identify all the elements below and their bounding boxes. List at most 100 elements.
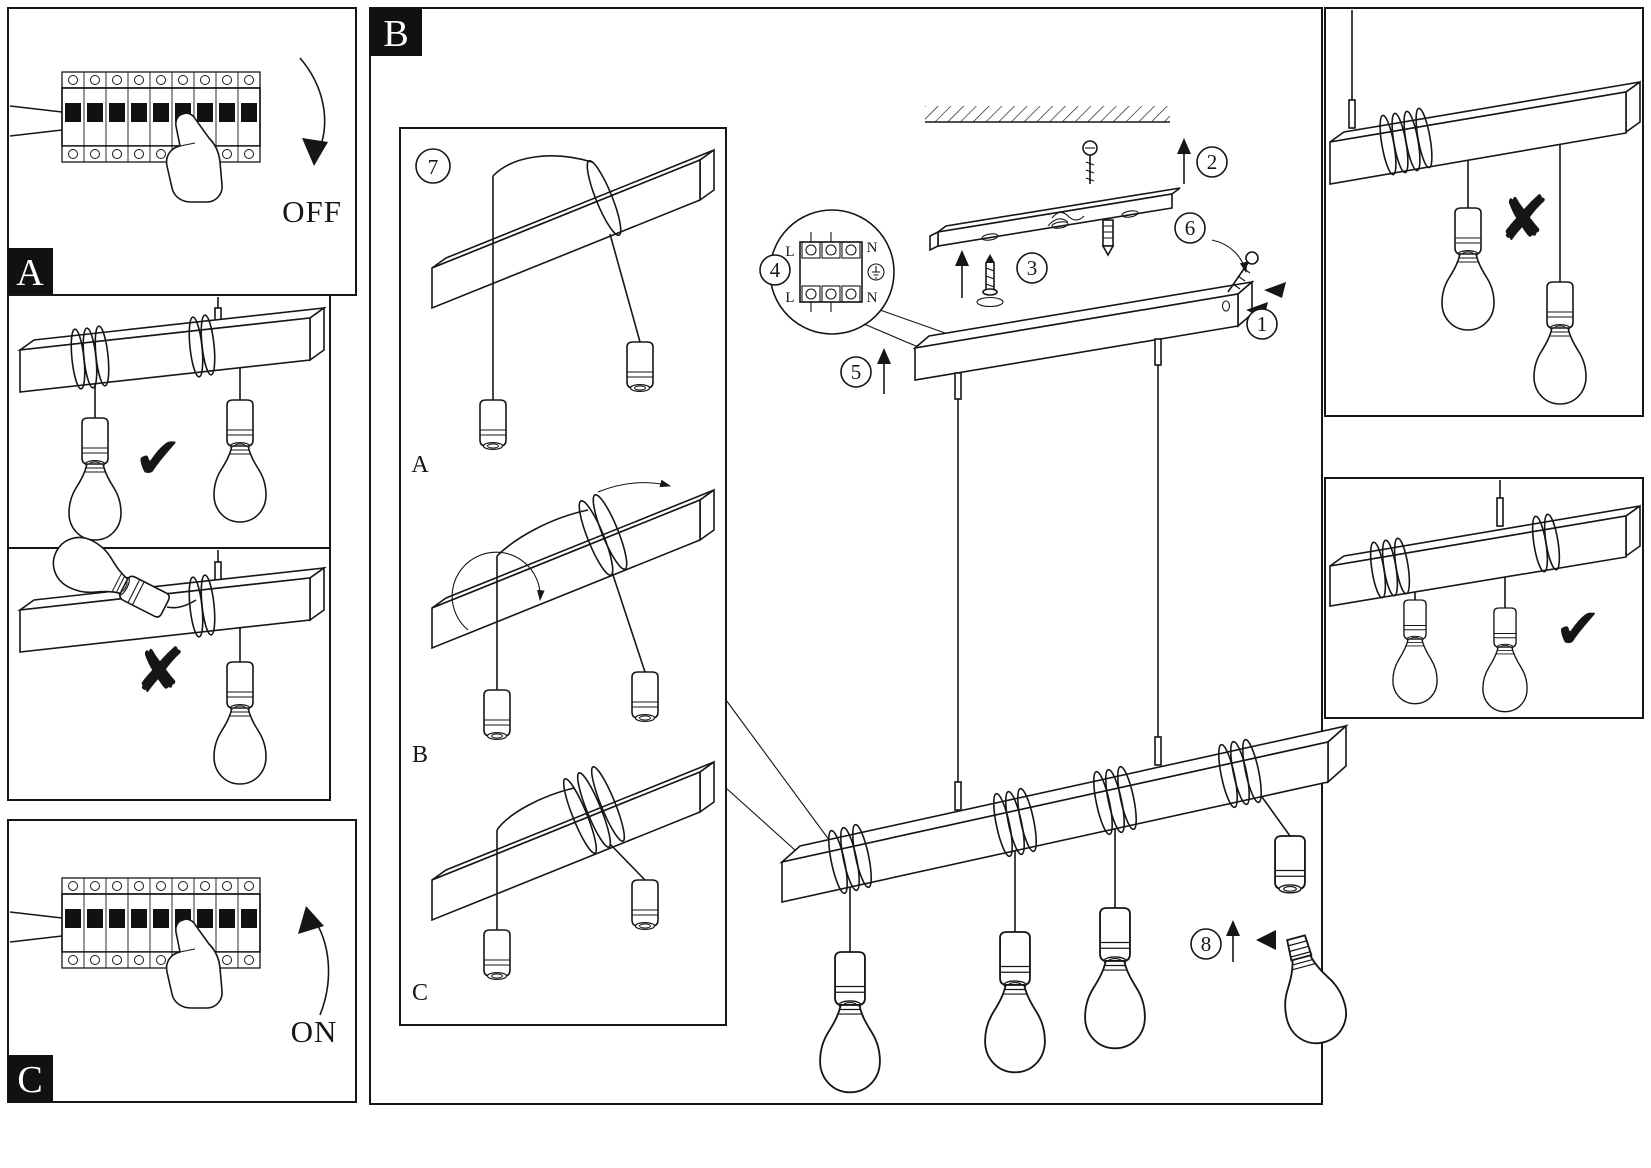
on-label: ON: [291, 1014, 338, 1049]
corner-label-b: B: [383, 13, 408, 55]
inset-wrapping-steps: 7 A: [399, 127, 727, 1026]
on-arrow: [315, 921, 330, 1016]
wiring-detail: L N L N 4: [759, 209, 949, 353]
cord-coils: [827, 738, 1263, 895]
step2-badge: [1196, 146, 1228, 178]
pendant-lamp: [819, 887, 881, 1094]
step3-number: 3: [1027, 256, 1038, 280]
wood-beam: [431, 148, 715, 310]
terminal-block: [799, 232, 863, 312]
pendant-lamp: [213, 628, 267, 785]
off-arrow: [299, 57, 326, 149]
pendant-lamp: [213, 368, 267, 523]
cord: [496, 787, 575, 831]
wood-beam: [1329, 504, 1641, 607]
pendant-lamp: [1084, 829, 1146, 1050]
terminal-l-bottom: L: [785, 290, 794, 306]
main-beam: [779, 724, 1349, 903]
step5-badge: [840, 356, 872, 388]
corner-label-c: C: [17, 1059, 42, 1101]
step6-badge: [1174, 212, 1206, 244]
ceiling-hatch: [925, 106, 1170, 123]
step2-number: 2: [1207, 150, 1218, 174]
arrow-up-3: [955, 250, 969, 298]
pendant-lamp: [1441, 160, 1495, 331]
panel-correct-wrap: ✔: [7, 294, 331, 549]
step4-number: 4: [770, 258, 781, 282]
off-label: OFF: [282, 194, 342, 229]
wood-beam: [431, 488, 715, 650]
corner-tag-c: [8, 1055, 53, 1102]
wrap-scene-a: A: [411, 148, 715, 478]
cord-coil: [70, 314, 216, 390]
insert-arrow-icon: [1264, 282, 1286, 298]
cord-coil: [578, 493, 628, 577]
side-hole: [1221, 300, 1231, 312]
cord-coil: [188, 574, 216, 638]
cord: [611, 571, 646, 673]
empty-socket: [1261, 796, 1306, 894]
step8-number: 8: [1201, 932, 1212, 956]
slack-cord: [166, 599, 197, 609]
panel-assembly: B 7 A: [369, 7, 1354, 1105]
check-mark: ✔: [1555, 597, 1602, 662]
earth-symbol-icon: [867, 263, 885, 281]
terminal-n-bottom: N: [867, 290, 878, 306]
pendant-lamp: [1392, 592, 1438, 705]
pendant-lamp: [1533, 145, 1587, 405]
step3-badge: [1016, 252, 1048, 284]
on-arrowhead-icon: [298, 906, 324, 934]
mounting-bracket: [929, 187, 1181, 252]
cord-coil: [562, 766, 626, 854]
loose-bulb: [1271, 934, 1354, 1051]
pendant-lamp: [1482, 577, 1528, 713]
canopy-bar: [912, 280, 1255, 381]
cord: [609, 843, 646, 881]
wrap-scene-b: B: [412, 479, 715, 768]
arrow-up-8: [1226, 920, 1240, 962]
step6-screw: [1174, 212, 1286, 340]
step7-number: 7: [428, 155, 439, 179]
step6-number: 6: [1185, 216, 1196, 240]
step1-number: 1: [1257, 312, 1268, 336]
cord-coil: [1369, 513, 1561, 599]
panel-wrong-hanging: ✘: [1324, 7, 1644, 417]
cord-coil: [1379, 107, 1433, 176]
screw-with-washer: [1082, 140, 1098, 184]
wall-plug: [1101, 219, 1115, 257]
corner-label-a: A: [16, 252, 44, 294]
cord: [496, 509, 589, 557]
scene-c-label: C: [412, 980, 428, 1006]
panel-breaker-on: ON C: [7, 819, 357, 1103]
wind-direction-arrow: [597, 479, 672, 493]
panel-correct-hanging: ✔: [1324, 477, 1644, 719]
panel-breaker-off: OFF A: [7, 7, 357, 296]
wrap-scene-c: C: [412, 760, 715, 1006]
arrow-up-5: [877, 348, 891, 394]
terminal-l-top: L: [785, 244, 794, 260]
arrow-up-2: [1177, 138, 1191, 184]
cross-mark: ✘: [1498, 182, 1550, 255]
step4-badge: [759, 254, 791, 286]
cord-stem: [1348, 99, 1356, 129]
cord: [609, 233, 641, 343]
ceiling-hole: [976, 296, 1004, 308]
scene-a-label: A: [411, 452, 429, 478]
cord: [492, 155, 593, 177]
wood-beam: [1329, 80, 1641, 185]
scene-b-label: B: [412, 742, 428, 768]
wire: [1051, 211, 1085, 221]
cord-stem: [1496, 497, 1504, 527]
wood-beam: [431, 760, 715, 922]
step7-badge: [415, 148, 451, 184]
step8-badge: [1190, 928, 1222, 960]
pendant-lamp: [68, 384, 122, 541]
callout-line: [879, 309, 949, 335]
screw-up: [976, 254, 1004, 308]
panel-wrong-wrap: ✘: [7, 527, 331, 801]
step1-badge: [1246, 308, 1278, 340]
corner-tag-a: [8, 248, 53, 295]
suspension-cords: [954, 338, 1162, 811]
check-mark: ✔: [134, 424, 183, 492]
